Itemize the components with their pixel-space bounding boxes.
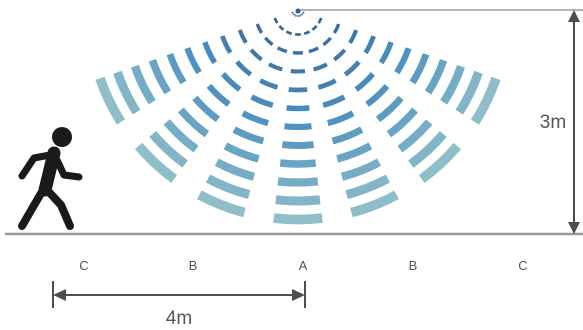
sensor-dot-icon <box>295 8 301 14</box>
wave-ring <box>200 34 396 112</box>
wave-ring <box>90 62 506 225</box>
zone-label-b-left: B <box>189 258 198 273</box>
wave-ring <box>291 11 305 17</box>
wave-ring <box>145 48 451 168</box>
zone-label-b-right: B <box>409 258 418 273</box>
detection-waves <box>90 11 506 225</box>
wave-ring <box>127 53 469 187</box>
height-label: 3m <box>540 112 566 133</box>
wave-ring <box>273 15 323 36</box>
zone-label-c-right: C <box>518 258 527 273</box>
zone-labels: C B A B C <box>79 258 527 273</box>
walking-person-icon <box>18 127 83 230</box>
height-dimension: 3m <box>533 10 580 234</box>
wave-ring <box>109 58 487 206</box>
distance-dimension: 4m <box>52 281 306 329</box>
wave-ring <box>254 20 342 55</box>
wave-ring <box>163 44 433 149</box>
zone-label-c-left: C <box>79 258 88 273</box>
distance-label: 4m <box>166 308 192 329</box>
wave-ring <box>236 25 360 74</box>
wave-ring <box>181 39 415 131</box>
zone-label-a: A <box>299 258 308 273</box>
wave-ring <box>218 30 378 93</box>
